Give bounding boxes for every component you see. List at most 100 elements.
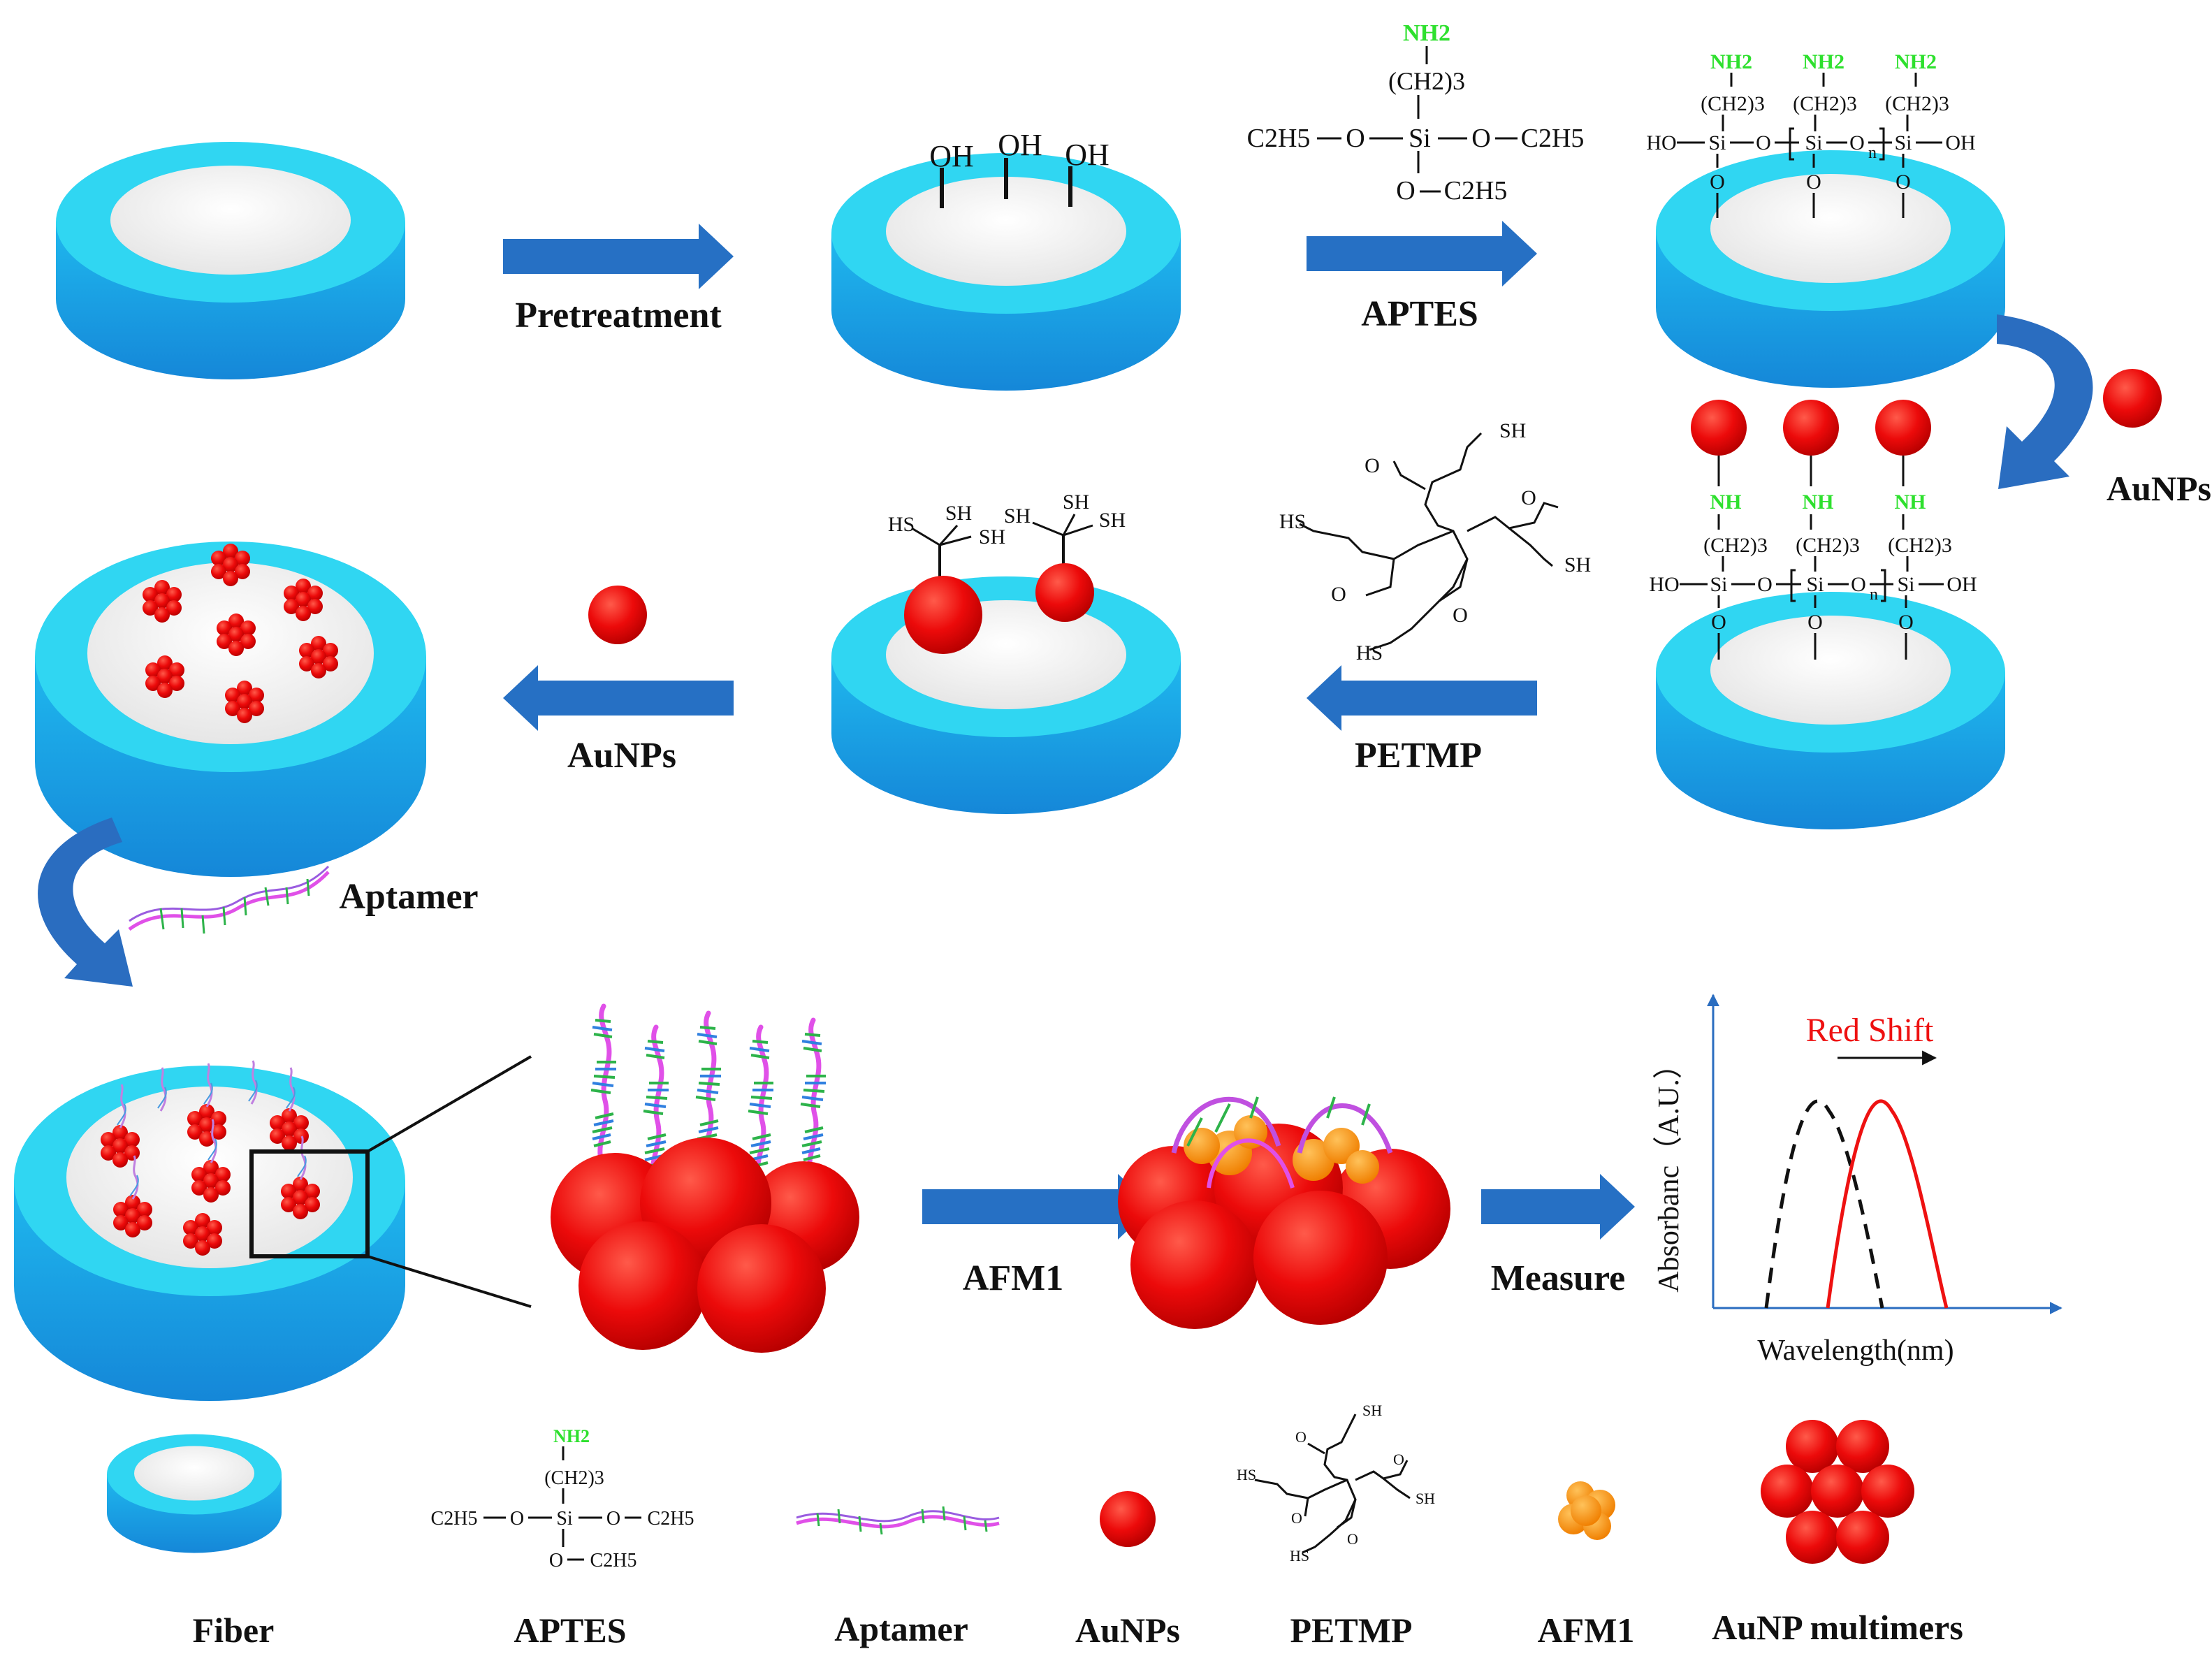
fiber-aptamer-modified: [14, 1055, 532, 1401]
svg-text:O: O: [1393, 1451, 1404, 1468]
svg-text:NH2: NH2: [1895, 50, 1937, 73]
svg-text:(CH2)3: (CH2)3: [1796, 534, 1860, 557]
svg-text:SH: SH: [1416, 1490, 1435, 1507]
svg-text:(CH2)3: (CH2)3: [1793, 92, 1857, 115]
svg-text:(CH2)3: (CH2)3: [1388, 67, 1465, 95]
legend-aunps-label: AuNPs: [1075, 1611, 1180, 1650]
legend-multimer-icon: [1761, 1420, 1914, 1564]
svg-text:Si: Si: [1708, 131, 1726, 154]
label-petmp: PETMP: [1355, 736, 1482, 776]
svg-text:(CH2)3: (CH2)3: [1703, 534, 1768, 557]
label-aptamer: Aptamer: [339, 877, 478, 917]
x-axis-label: Wavelength(nm): [1757, 1335, 1953, 1367]
svg-text:SH: SH: [945, 502, 972, 525]
svg-text:HO: HO: [1646, 131, 1676, 154]
arrow-curved-aptamer: [38, 818, 133, 987]
label-aunps-right: AuNPs: [2107, 469, 2211, 508]
svg-text:SH: SH: [1099, 509, 1126, 532]
svg-text:O: O: [1396, 176, 1415, 205]
aptes-structure-top: NH2 (CH2)3 C2H5 O Si O C2H5 O C2H5: [1247, 20, 1585, 205]
svg-text:NH: NH: [1895, 491, 1926, 514]
fiber-aunp-bound: [1656, 592, 2005, 829]
svg-text:C2H5: C2H5: [1247, 124, 1311, 153]
svg-text:SH: SH: [1004, 504, 1031, 528]
chart-title: Red Shift: [1806, 1012, 1934, 1049]
legend-aptes-label: APTES: [514, 1611, 626, 1650]
svg-text:Si: Si: [1710, 573, 1727, 596]
svg-text:O: O: [1851, 573, 1866, 596]
fiber-silanized: [1656, 150, 2005, 388]
legend-aunp-icon: [1100, 1491, 1156, 1547]
svg-text:O: O: [1291, 1509, 1302, 1527]
svg-text:O: O: [1756, 131, 1771, 154]
absorbance-chart: Red Shift Wavelength(nm) Absorbanc（A.U.）: [1653, 994, 2062, 1367]
hydroxyl-groups: OH OH OH: [929, 128, 1109, 208]
arrow-petmp: [1307, 665, 1537, 731]
svg-text:OH: OH: [929, 139, 974, 173]
svg-text:HS: HS: [1237, 1466, 1256, 1483]
svg-text:Si: Si: [556, 1508, 573, 1530]
fiber-thiolated: [831, 576, 1181, 814]
legend-fiber-icon: [107, 1434, 282, 1553]
svg-text:SH: SH: [1499, 419, 1526, 442]
svg-text:HS: HS: [1356, 641, 1383, 664]
label-measure: Measure: [1491, 1258, 1626, 1298]
svg-text:O: O: [1347, 1530, 1358, 1548]
petmp-structure-row2: [1299, 432, 1559, 651]
aptamer-aunp-cluster: [551, 1006, 859, 1353]
svg-text:HS: HS: [1290, 1547, 1309, 1564]
svg-text:SH: SH: [1362, 1402, 1382, 1419]
svg-text:n: n: [1868, 144, 1877, 162]
svg-text:O: O: [1346, 124, 1365, 153]
svg-text:O: O: [1849, 131, 1865, 154]
svg-text:C2H5: C2H5: [590, 1550, 637, 1571]
label-pretreatment: Pretreatment: [515, 296, 722, 335]
legend-petmp-labels: SH O O HS SH O O HS: [1237, 1402, 1435, 1564]
aunp-reagent-left: [588, 586, 647, 644]
aptamer-reagent: [128, 865, 330, 934]
svg-text:NH2: NH2: [1710, 50, 1752, 73]
svg-text:Si: Si: [1805, 131, 1822, 154]
svg-text:HS: HS: [888, 513, 915, 536]
svg-text:O: O: [1365, 454, 1380, 477]
svg-text:Si: Si: [1894, 131, 1912, 154]
svg-text:n: n: [1870, 586, 1878, 604]
silane-layer-top: NH2 NH2 NH2 (CH2)3 (CH2)3 (CH2)3 HO Si O…: [1646, 50, 1976, 218]
svg-text:NH2: NH2: [553, 1426, 590, 1446]
svg-text:O: O: [1331, 583, 1346, 606]
curve-before: [1764, 1099, 1884, 1309]
svg-text:OH: OH: [1947, 573, 1977, 596]
aunp-silane-layer: NH NH NH (CH2)3 (CH2)3 (CH2)3 HO Si O Si…: [1649, 400, 1977, 660]
legend-multimers-label: AuNP multimers: [1712, 1608, 1963, 1647]
fiber-bare: [56, 142, 405, 379]
aunp-reagent-right: [2103, 369, 2162, 428]
petmp-labels-row2: SH O O HS SH O O HS: [1279, 419, 1591, 664]
svg-text:O: O: [549, 1550, 563, 1571]
legend-aptamer-label: Aptamer: [834, 1609, 968, 1648]
svg-text:HO: HO: [1649, 573, 1679, 596]
svg-text:C2H5: C2H5: [1444, 176, 1508, 205]
svg-text:O: O: [1806, 170, 1821, 194]
svg-text:OH: OH: [998, 128, 1042, 162]
svg-text:HS: HS: [1279, 510, 1306, 533]
svg-text:O: O: [1898, 611, 1914, 634]
legend-afm1-label: AFM1: [1538, 1611, 1635, 1650]
svg-text:NH: NH: [1803, 491, 1834, 514]
svg-text:SH: SH: [979, 525, 1005, 549]
svg-text:NH: NH: [1710, 491, 1742, 514]
thiol-aunp-layer: HS SH SH SH SH SH: [888, 491, 1126, 654]
legend-aptes-structure: NH2 (CH2)3 C2H5 O Si O C2H5 O C2H5: [431, 1426, 694, 1571]
arrow-curved-aunps: [1997, 314, 2093, 489]
svg-text:SH: SH: [1063, 491, 1089, 514]
svg-text:O: O: [1757, 573, 1773, 596]
svg-text:C2H5: C2H5: [648, 1508, 694, 1530]
svg-text:SH: SH: [1564, 553, 1591, 576]
svg-text:(CH2)3: (CH2)3: [1701, 92, 1765, 115]
arrow-afm1: [922, 1174, 1153, 1240]
svg-text:OH: OH: [1065, 138, 1109, 172]
curve-after: [1826, 1099, 1949, 1309]
svg-text:C2H5: C2H5: [1521, 124, 1585, 153]
svg-text:O: O: [606, 1508, 620, 1530]
svg-text:O: O: [1471, 124, 1490, 153]
